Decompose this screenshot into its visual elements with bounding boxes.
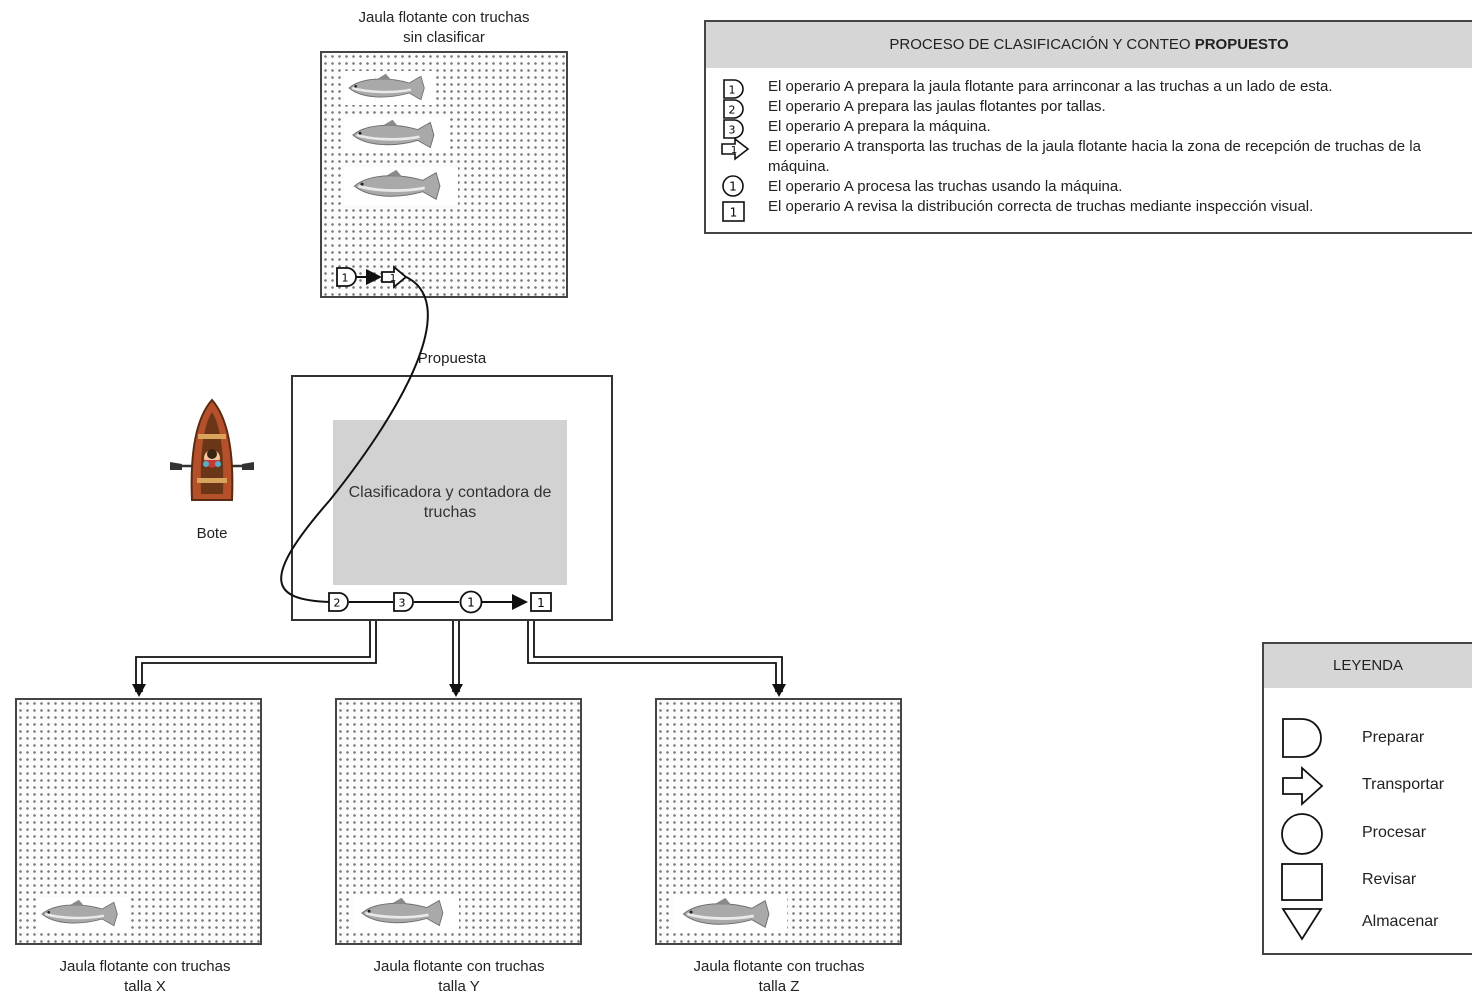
flow-node-preparar-1: 1 <box>336 267 357 287</box>
legend-label: Transportar <box>1362 776 1445 793</box>
preparar-icon: 1 <box>723 79 744 99</box>
preparar-icon: 2 <box>723 99 744 119</box>
flow-node-number: 2 <box>334 597 341 610</box>
bottom-cage-z-label: Jaula flotante con truchas talla Z <box>649 957 909 997</box>
top-cage <box>320 51 568 298</box>
almacenar-icon <box>1281 908 1323 941</box>
step-symbol-number: 1 <box>730 206 738 220</box>
sorting-machine: Clasificadora y contadora de truchas <box>333 420 567 585</box>
process-panel-header: PROCESO DE CLASIFICACIÓN Y CONTEO PROPUE… <box>706 22 1472 68</box>
step-text: El operario A transporta las truchas de … <box>768 138 1421 175</box>
transportar-icon <box>1282 765 1324 807</box>
flow-node-number: 1 <box>467 596 475 610</box>
flow-node-preparar-2: 2 <box>328 592 349 612</box>
trout-icon <box>37 897 129 931</box>
legend-panel: LEYENDA Preparar Transportar Procesar Re… <box>1262 642 1472 955</box>
flow-node-number: 3 <box>399 597 406 610</box>
bottom-cage-z <box>655 698 902 945</box>
flow-node-revisar-1: 1 <box>530 592 552 612</box>
top-cage-label-line2: sin clasificar <box>403 29 485 46</box>
process-panel: PROCESO DE CLASIFICACIÓN Y CONTEO PROPUE… <box>704 20 1472 234</box>
transportar-icon: 1 <box>721 137 750 161</box>
preparar-icon <box>1282 718 1322 758</box>
legend-label: Procesar <box>1362 824 1427 841</box>
trout-icon <box>344 117 450 153</box>
top-cage-label: Jaula flotante con truchas sin clasifica… <box>320 8 568 48</box>
bottom-cage-y <box>335 698 582 945</box>
trout-icon <box>673 895 787 933</box>
cage-label-line2: talla Y <box>438 978 480 995</box>
boat-icon <box>170 398 254 501</box>
process-title-regular: PROCESO DE CLASIFICACIÓN Y CONTEO <box>889 36 1195 53</box>
step-text: El operario A prepara la máquina. <box>768 118 991 135</box>
step-symbol-number: 1 <box>729 84 736 97</box>
flow-node-procesar-1: 1 <box>459 590 483 614</box>
legend-label: Preparar <box>1362 729 1425 746</box>
step-text: El operario A procesa las truchas usando… <box>768 178 1123 195</box>
revisar-icon <box>1281 863 1323 901</box>
cage-label-line2: talla Z <box>758 978 800 995</box>
trout-icon <box>344 71 436 105</box>
step-text: El operario A prepara las jaulas flotant… <box>768 98 1106 115</box>
step-symbol-number: 1 <box>729 180 737 194</box>
legend-label: Revisar <box>1362 871 1417 888</box>
flow-node-number: 1 <box>537 596 545 610</box>
preparar-icon: 3 <box>723 119 744 139</box>
cage-label-line1: Jaula flotante con truchas <box>693 958 865 975</box>
legend-title: LEYENDA <box>1264 644 1472 688</box>
trout-icon <box>353 895 459 931</box>
bottom-cage-y-label: Jaula flotante con truchas talla Y <box>329 957 589 997</box>
machine-label: Clasificadora y contadora de truchas <box>348 483 552 521</box>
procesar-icon: 1 <box>722 175 744 197</box>
cage-label-line2: talla X <box>124 978 166 995</box>
boat-label: Bote <box>196 525 228 542</box>
flow-node-number: 1 <box>390 273 396 284</box>
step-symbol-number: 1 <box>731 145 737 156</box>
step-symbol-number: 3 <box>729 124 736 137</box>
step-text: El operario A prepara la jaula flotante … <box>768 78 1333 95</box>
step-text: El operario A revisa la distribución cor… <box>768 198 1314 215</box>
machine-frame <box>291 375 613 621</box>
legend-label: Almacenar <box>1362 913 1439 930</box>
flow-node-number: 1 <box>342 272 349 285</box>
procesar-icon <box>1281 813 1323 855</box>
cage-label-line1: Jaula flotante con truchas <box>373 958 545 975</box>
flow-node-preparar-3: 3 <box>393 592 414 612</box>
revisar-icon: 1 <box>722 201 745 222</box>
bottom-cage-x-label: Jaula flotante con truchas talla X <box>15 957 275 997</box>
process-title-bold: PROPUESTO <box>1194 36 1289 53</box>
step-symbol-number: 2 <box>729 104 736 117</box>
flow-node-transportar-1: 1 <box>381 265 408 289</box>
top-cage-label-line1: Jaula flotante con truchas <box>358 9 530 26</box>
proposal-label: Propuesta <box>417 350 487 367</box>
trout-icon <box>344 167 458 205</box>
cage-label-line1: Jaula flotante con truchas <box>59 958 231 975</box>
bottom-cage-x <box>15 698 262 945</box>
